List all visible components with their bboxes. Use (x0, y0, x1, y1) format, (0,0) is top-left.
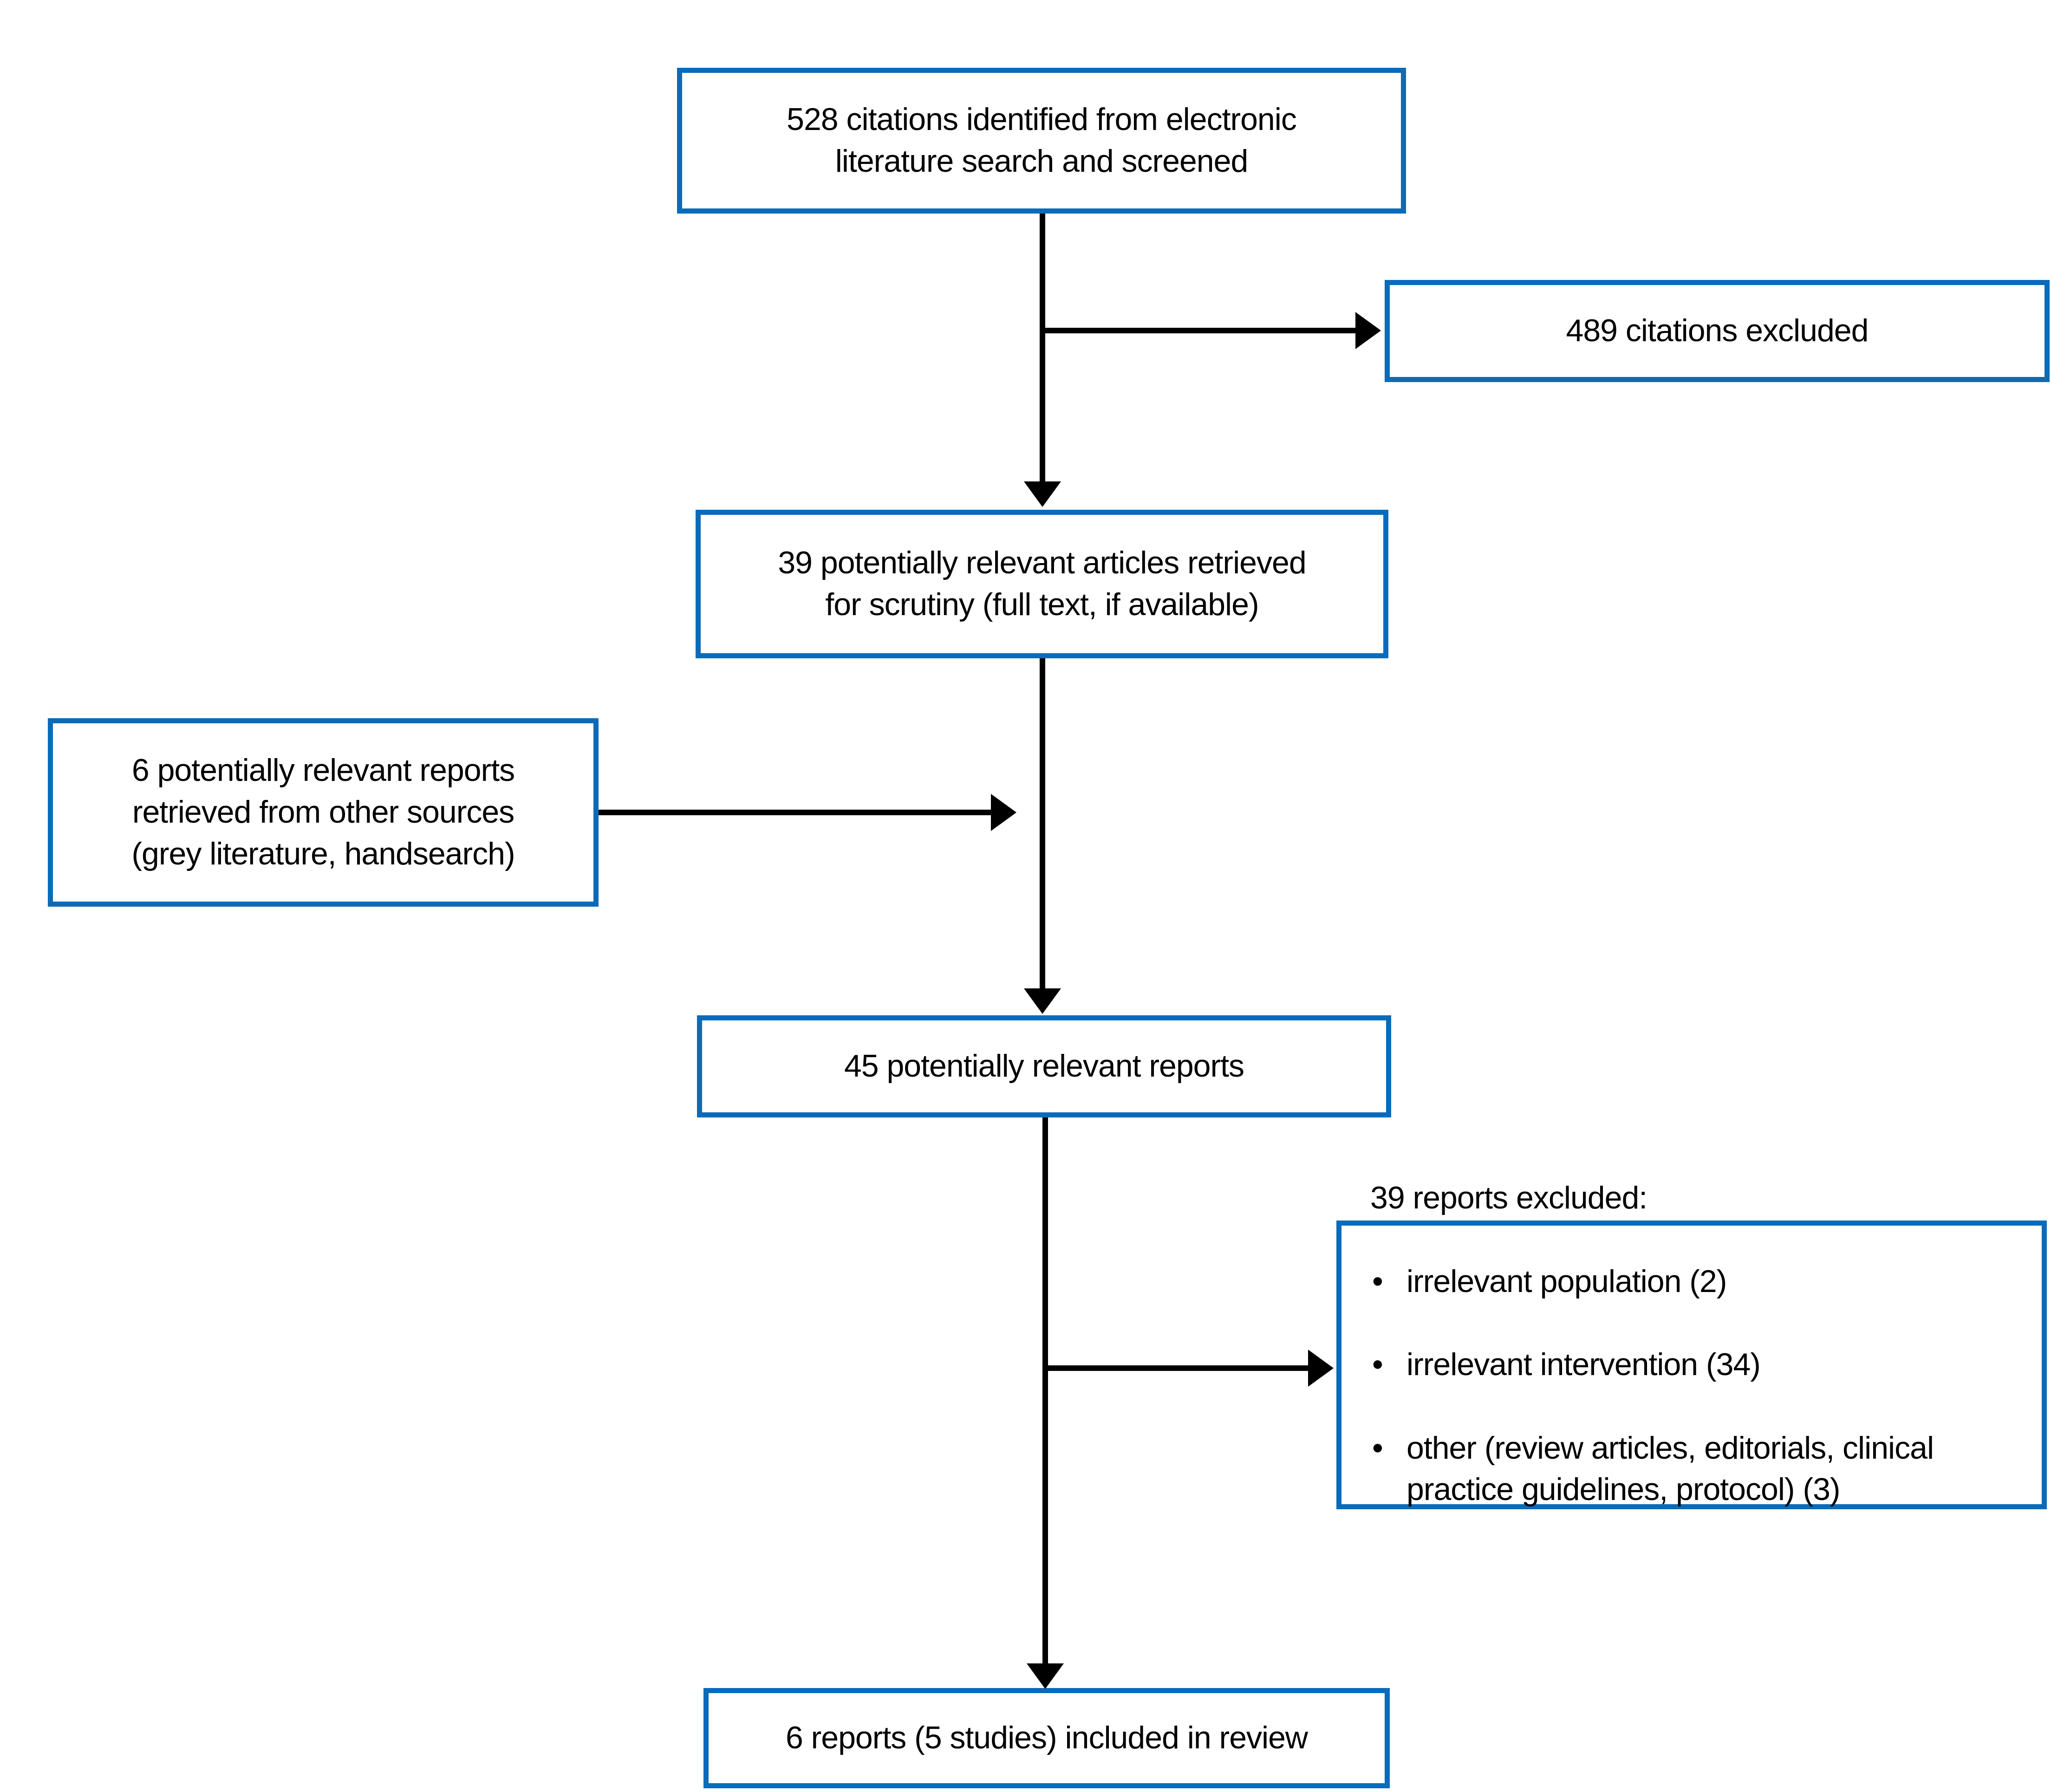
flow-box-included: 6 reports (5 studies) included in review (703, 1688, 1390, 1788)
arrow-branch-citations-excluded-head-icon (1355, 312, 1381, 349)
flow-box-other-sources-text: 6 potentially relevant reports retrieved… (131, 753, 515, 871)
arrow-retrieved-to-combined-head-icon (1024, 988, 1061, 1014)
arrow-combined-to-included-line (1042, 1117, 1048, 1663)
flow-box-reports-excluded-list: irrelevant population (2) irrelevant int… (1370, 1219, 1934, 1552)
flow-box-reports-excluded: 39 reports excluded: irrelevant populati… (1336, 1180, 2047, 1509)
excluded-reason-item: irrelevant intervention (34) (1370, 1344, 1934, 1386)
flow-box-citations-identified-text: 528 citations identified from electronic… (787, 102, 1297, 179)
flow-box-articles-retrieved-text: 39 potentially relevant articles retriev… (778, 545, 1306, 622)
arrow-identified-to-retrieved-line (1040, 214, 1045, 481)
arrow-branch-reports-excluded-head-icon (1308, 1350, 1334, 1387)
flow-box-combined-reports-text: 45 potentially relevant reports (844, 1048, 1244, 1084)
arrow-other-sources-line (599, 810, 991, 815)
arrow-combined-to-included-head-icon (1027, 1663, 1064, 1689)
flow-box-other-sources: 6 potentially relevant reports retrieved… (48, 718, 599, 907)
arrow-branch-citations-excluded-line (1042, 328, 1355, 333)
flow-box-citations-excluded: 489 citations excluded (1385, 280, 2050, 382)
arrow-other-sources-head-icon (991, 794, 1016, 831)
flow-box-included-text: 6 reports (5 studies) included in review (785, 1720, 1308, 1756)
arrow-branch-reports-excluded-line (1045, 1365, 1308, 1371)
excluded-reason-item: irrelevant population (2) (1370, 1261, 1934, 1303)
flow-box-combined-reports: 45 potentially relevant reports (697, 1015, 1391, 1117)
arrow-identified-to-retrieved-head-icon (1024, 481, 1061, 507)
excluded-reason-item: other (review articles, editorials, clin… (1370, 1428, 1934, 1511)
flow-box-citations-identified: 528 citations identified from electronic… (677, 68, 1406, 214)
flow-box-reports-excluded-heading: 39 reports excluded: (1370, 1180, 1647, 1216)
flow-box-citations-excluded-text: 489 citations excluded (1566, 313, 1869, 349)
arrow-retrieved-to-combined-line (1040, 658, 1045, 988)
flow-box-articles-retrieved: 39 potentially relevant articles retriev… (696, 510, 1388, 658)
